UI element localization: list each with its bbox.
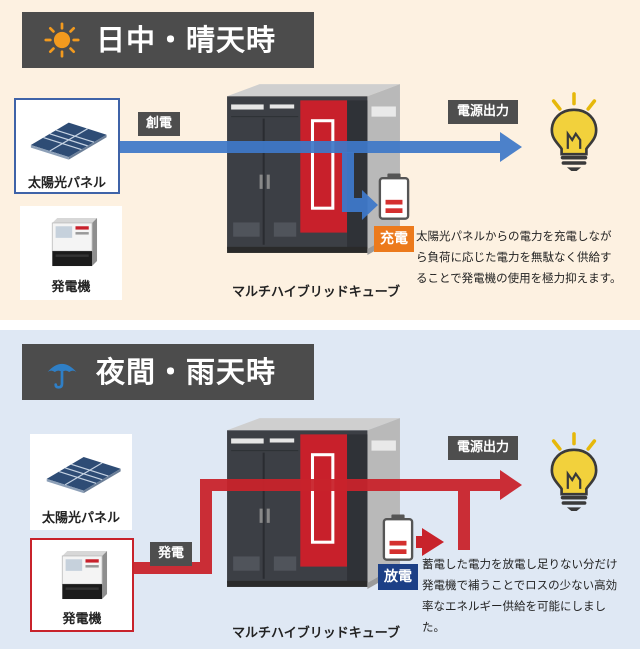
day-flow-arrows [120, 132, 522, 220]
day-generate-tag: 創電 [138, 112, 180, 136]
night-generate-tag: 発電 [150, 542, 192, 566]
day-unit-caption: マルチハイブリッドキューブ [232, 285, 400, 300]
light-bulb-icon [543, 428, 605, 516]
charge-badge: 充電 [374, 226, 414, 252]
night-solar-label: 太陽光パネル [41, 511, 120, 526]
discharge-badge: 放電 [378, 564, 418, 590]
battery-discharging-icon [382, 514, 414, 562]
night-description: 蓄電した電力を放電し足りない分だけ発電機で補うことでロスの少ない高効率なエネルギ… [422, 557, 618, 634]
day-description: 太陽光パネルからの電力を充電しながら負荷に応じた電力を無駄なく供給することで発電… [416, 229, 622, 285]
night-generator-card: 発電機 [30, 538, 134, 632]
nighttime-title: 夜間・雨天時 [96, 355, 277, 389]
night-unit-caption: マルチハイブリッドキューブ [232, 626, 400, 641]
day-generator-card: 発電機 [20, 206, 122, 300]
daytime-title: 日中・晴天時 [96, 23, 277, 57]
night-solar-card: 太陽光パネル [30, 434, 132, 530]
nighttime-panel: 夜間・雨天時 太陽光パネル 発電機 発電 電源出力 放電 マルチハイブリッドキュ… [0, 330, 640, 649]
nighttime-title-box: 夜間・雨天時 [22, 344, 314, 400]
day-solar-label: 太陽光パネル [27, 176, 106, 191]
day-solar-card: 太陽光パネル [14, 98, 120, 194]
light-bulb-icon [543, 88, 605, 176]
sun-icon [44, 22, 80, 58]
night-generator-label: 発電機 [62, 612, 102, 627]
battery-charging-icon [378, 173, 410, 221]
daytime-title-box: 日中・晴天時 [22, 12, 314, 68]
day-generator-label: 発電機 [51, 280, 91, 295]
umbrella-icon [47, 363, 77, 389]
daytime-panel: 日中・晴天時 太陽光パネル 発電機 創電 電源出力 充電 マルチハイブリッドキュ… [0, 0, 640, 320]
day-output-tag: 電源出力 [448, 100, 518, 124]
night-output-tag: 電源出力 [448, 436, 518, 460]
